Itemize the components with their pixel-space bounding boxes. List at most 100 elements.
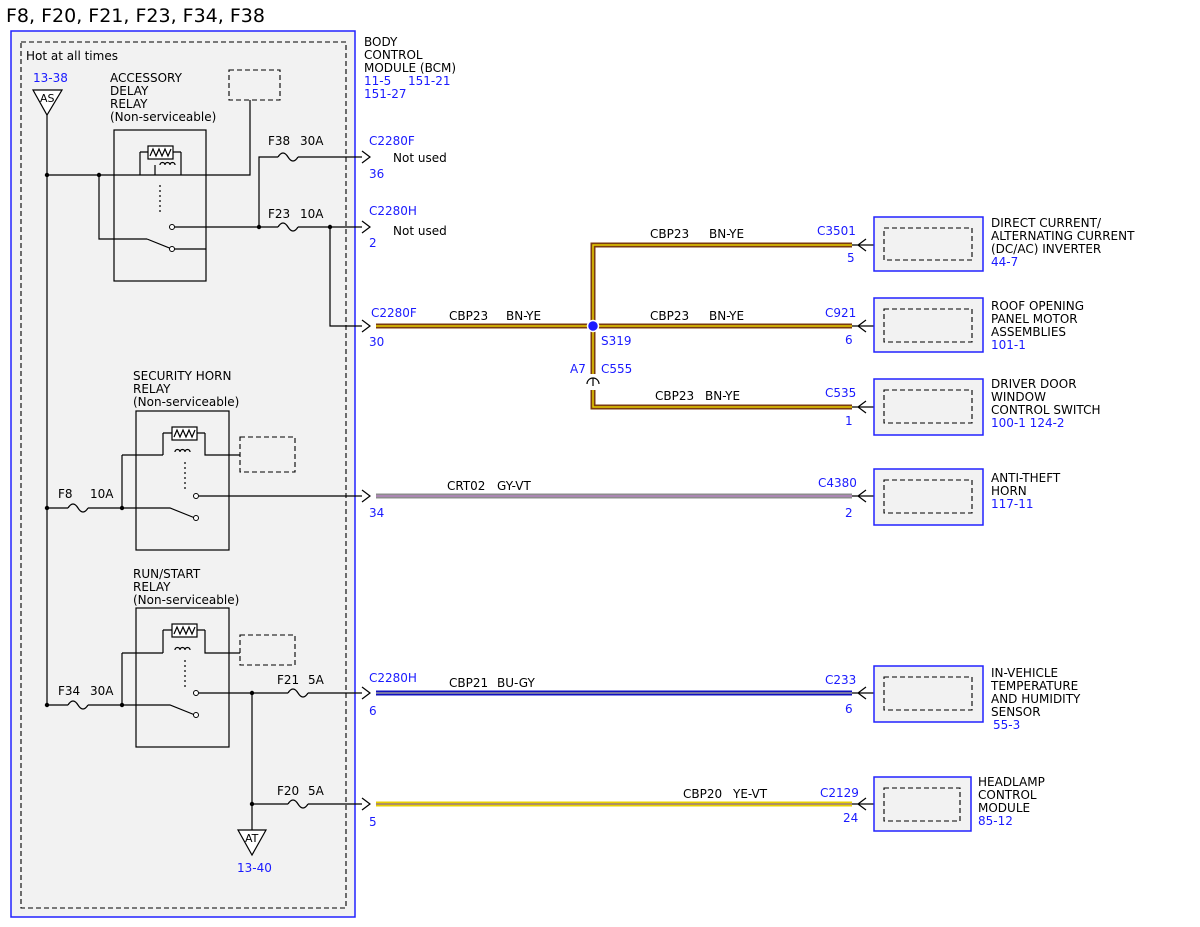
f34-fuse-icon [67,700,89,710]
component-connector-label: C4380 [818,476,857,490]
bcm-name-line2: CONTROL [364,48,423,62]
f20-fuse-icon [287,799,309,809]
component-name: ALTERNATING CURRENT [991,229,1135,243]
wire-circuit-label: CBP23 [650,227,689,241]
component-ref-link[interactable]: 100-1 124-2 [991,416,1065,430]
f38-feed-wire [258,156,278,227]
security-relay-switch [88,507,196,519]
component-name: WINDOW [991,390,1046,404]
wire-color-label: BU-GY [497,676,535,690]
component-name: HORN [991,484,1027,498]
component-connector-label: C2129 [820,786,859,800]
wire-color-label: BN-YE [705,389,740,403]
relay-contact [193,493,199,499]
wire-circuit-label: CRT02 [447,479,485,493]
relay-contact [193,712,199,718]
f34-label: F34 [58,684,80,698]
component-pin-number: 2 [845,506,853,520]
component-temp-humidity-sensor [852,665,984,723]
component-ref-link[interactable]: 44-7 [991,255,1018,269]
component-headlamp-control-module [852,776,972,832]
f38-fuse-icon [277,152,299,162]
relay-coil-icon [162,623,240,654]
page-title: F8, F20, F21, F23, F34, F38 [6,5,265,27]
splice-s319-icon [586,319,600,333]
component-name: PANEL MOTOR [991,312,1078,326]
runstart-relay-label: RUN/START [133,567,201,581]
runstart-relay-switch [88,704,196,716]
f8-fuse-icon [67,503,89,513]
f8-rating: 10A [90,487,114,501]
component-name: DIRECT CURRENT/ [991,216,1102,230]
component-name: DRIVER DOOR [991,377,1077,391]
f21-rating: 5A [308,673,325,687]
accessory-relay-label: RELAY [110,97,148,111]
component-pin-number: 6 [845,333,853,347]
runstart-relay-coil-wire [121,652,163,705]
component-name: ROOF OPENING [991,299,1084,313]
bcm-pin-number: 5 [369,815,377,829]
component-ref-link[interactable]: 101-1 [991,338,1026,352]
component-ref-link[interactable]: 117-11 [991,497,1034,511]
component-name: ANTI-THEFT [991,471,1061,485]
bcm-pin-number: 6 [369,704,377,718]
relay-coil-icon [162,426,240,456]
bcm-pin-number: 2 [369,236,377,250]
junction-dots [44,172,333,807]
wire-color-label: BN-YE [709,227,744,241]
runstart-relay-label: RELAY [133,580,171,594]
wire-color-label: BN-YE [506,309,541,323]
f20-rating: 5A [308,784,325,798]
component-ref-link[interactable]: 85-12 [978,814,1013,828]
relay-contact [193,515,199,521]
bcm-ref-link[interactable]: 151-27 [364,87,407,101]
bcm-ref-link[interactable]: 11-5 [364,74,391,88]
f38-rating: 30A [300,134,324,148]
bcm-name-line3: MODULE (BCM) [364,61,456,75]
f21-label: F21 [277,673,299,687]
c555-connector-label: C555 [601,362,632,376]
relay-contact [193,690,199,696]
component-name: ASSEMBLIES [991,325,1066,339]
security-relay-coil-wire [121,454,163,508]
accessory-relay-label: DELAY [110,84,149,98]
component-connector-label: C3501 [817,224,856,238]
f21-fuse-icon [287,688,309,698]
accessory-relay-label: ACCESSORY [110,71,183,85]
at-ref-link[interactable]: 13-40 [237,861,272,875]
relay-coil-icon [139,145,182,175]
component-name: CONTROL [978,788,1037,802]
runstart-relay-label: (Non-serviceable) [133,593,239,607]
security-relay-label: RELAY [133,382,171,396]
component-driver-door-switch [852,378,984,436]
component-connector-label: C233 [825,673,856,687]
security-relay-label: SECURITY HORN [133,369,232,383]
security-relay-label: (Non-serviceable) [133,395,239,409]
f38-label: F38 [268,134,290,148]
wire-circuit-label: CBP23 [650,309,689,323]
f23-label: F23 [268,207,290,221]
wire-color-label: BN-YE [709,309,744,323]
f20-label: F20 [277,784,299,798]
component-name: HEADLAMP [978,775,1045,789]
bcm-name-line1: BODY [364,35,398,49]
wire-bn-ye [376,242,852,410]
component-pin-number: 6 [845,702,853,716]
component-name: SENSOR [991,705,1041,719]
runstart-relay-control-box [239,634,296,666]
wire-circuit-label: CBP21 [449,676,488,690]
component-ref-link[interactable]: 55-3 [993,718,1020,732]
as-label: AS [40,92,55,105]
c555-pin-label: A7 [570,362,586,376]
bcm-pin-number: 30 [369,335,384,349]
bcm-ref-link[interactable]: 151-21 [408,74,451,88]
as-ref-link[interactable]: 13-38 [33,71,68,85]
accessory-relay-coil-wire [47,100,251,176]
wire-circuit-label: CBP23 [655,389,694,403]
f8-label: F8 [58,487,73,501]
wire-color-label: GY-VT [497,479,531,493]
component-name: CONTROL SWITCH [991,403,1100,417]
at-triangle-icon [236,829,268,857]
component-roof-panel-motor [852,297,984,353]
